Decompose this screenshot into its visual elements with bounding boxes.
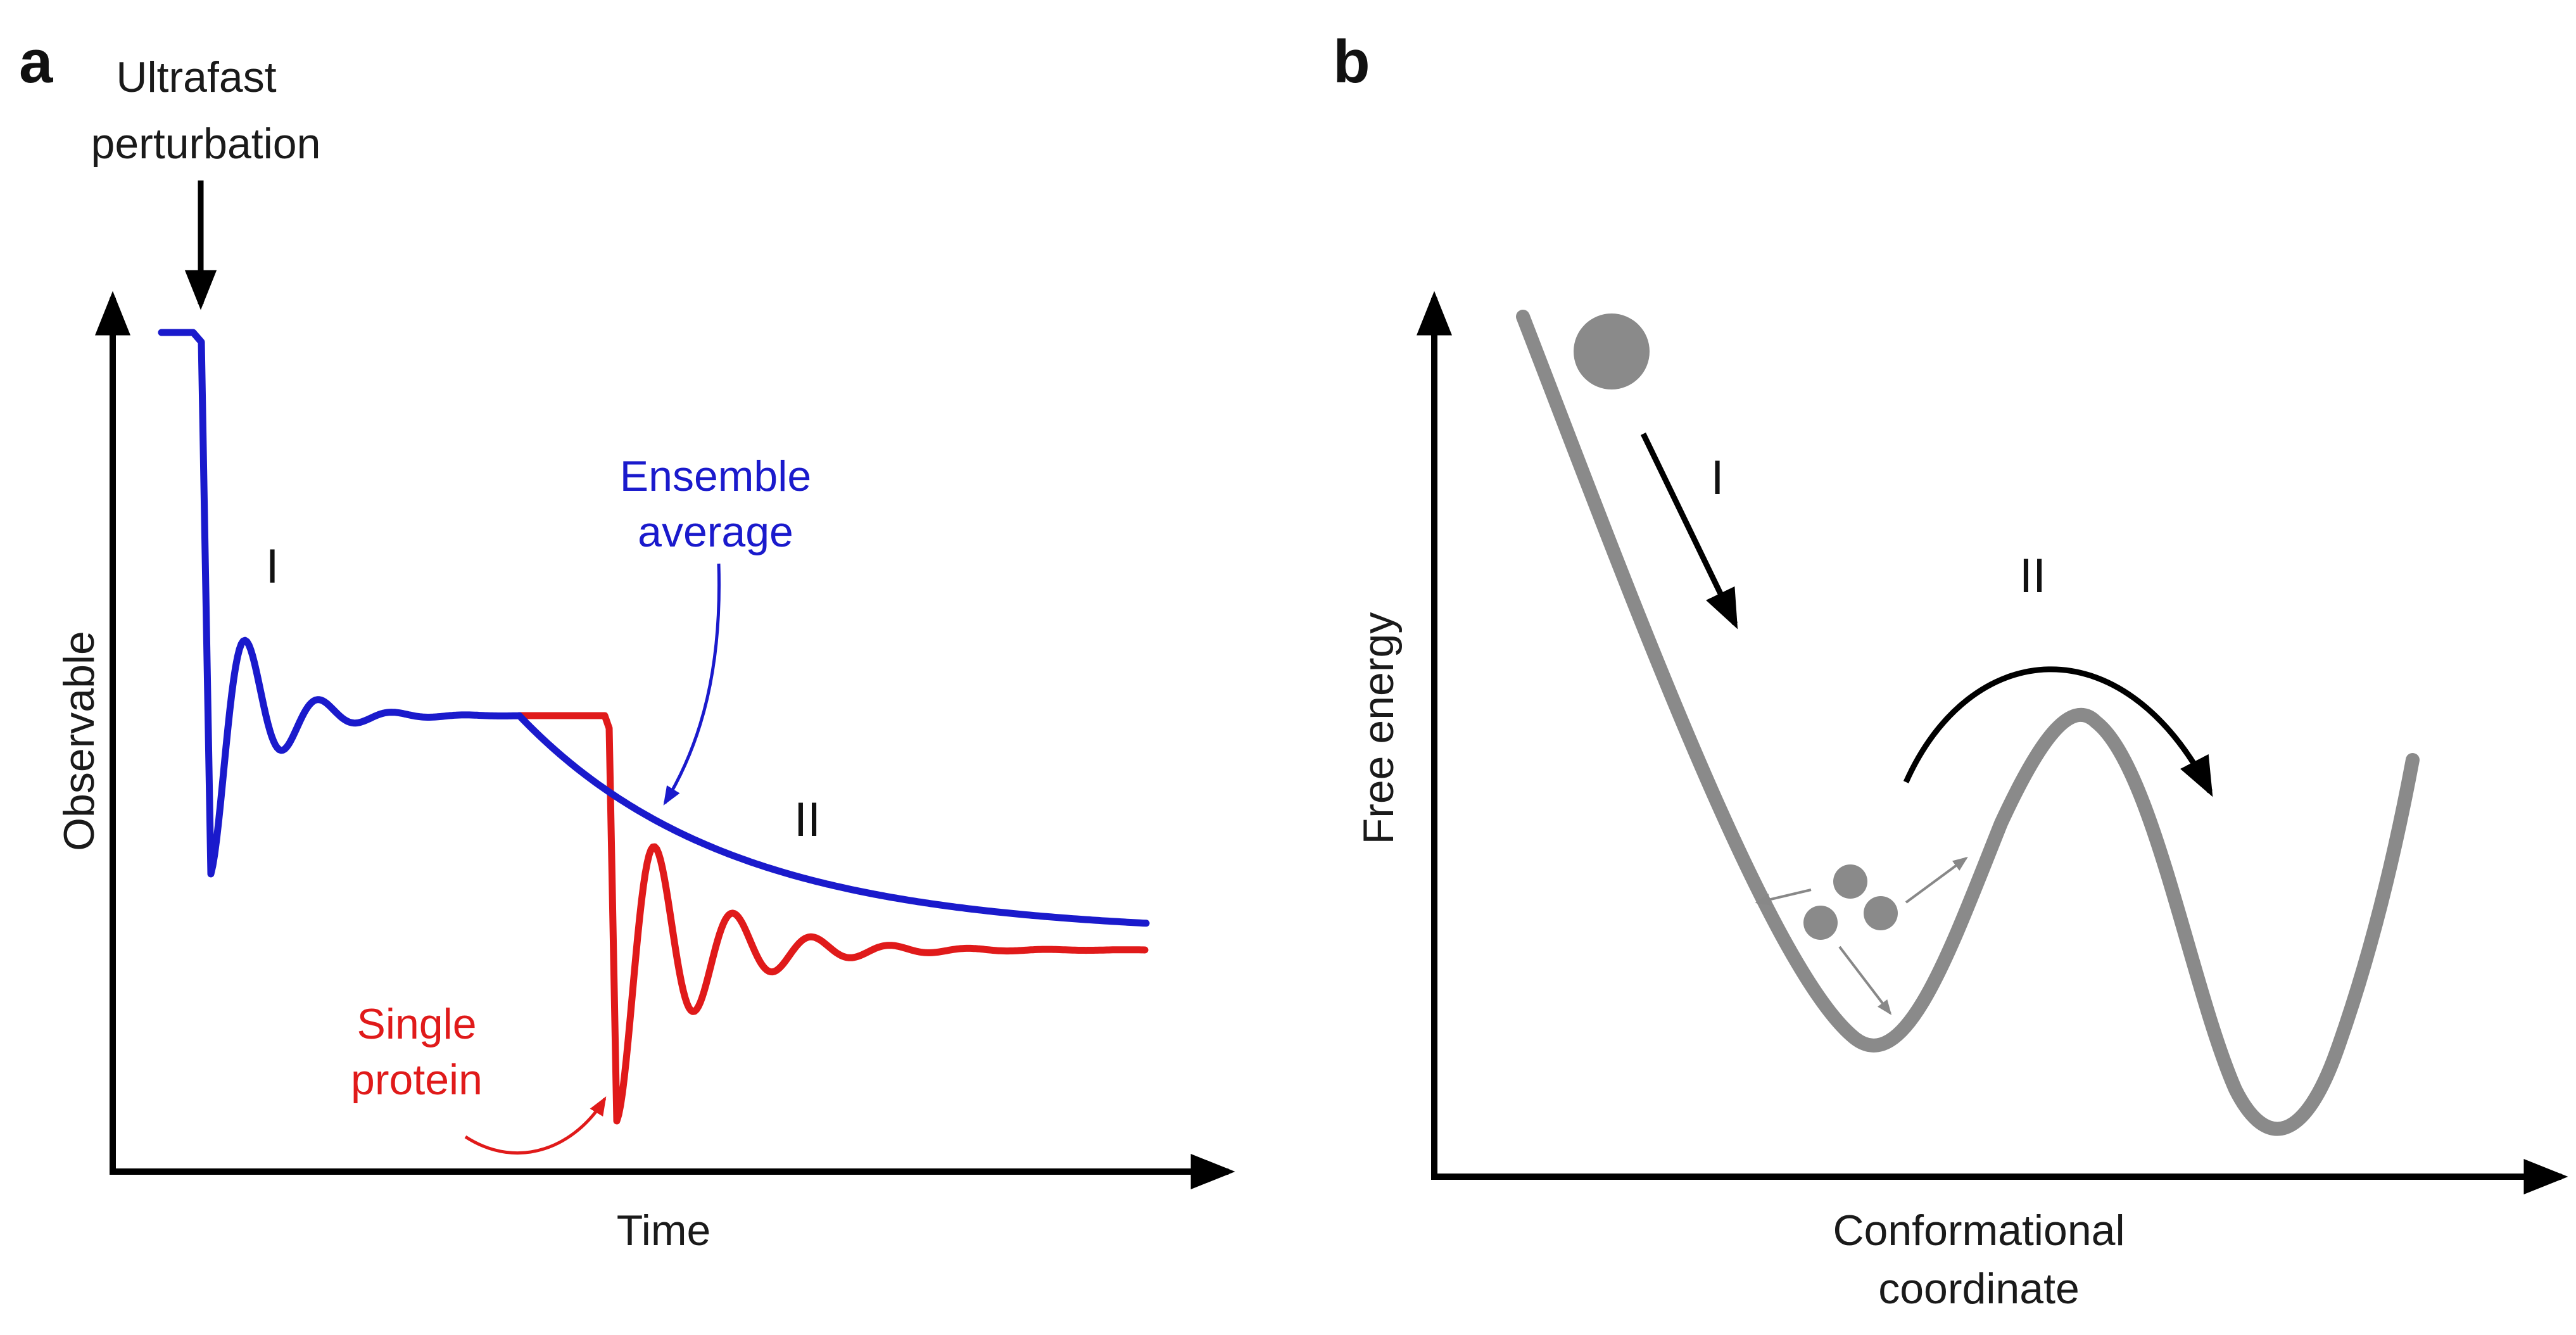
fluctuation-arrow-right (1905, 856, 1968, 904)
perturbation-label-line1: Ultrafast (116, 53, 276, 101)
single-label-line1: Single (357, 1000, 476, 1048)
rolling-ball (1574, 313, 1650, 389)
panel-b-arrow-one (1640, 433, 1738, 630)
panel-a-letter: a (19, 28, 53, 96)
panel-a-stage-two: II (794, 793, 821, 847)
panel-b-y-axis-label: Free energy (1354, 612, 1403, 845)
ensemble-label-line2: average (638, 508, 793, 556)
well-ball-right (1864, 896, 1898, 930)
fluctuation-arrow-left (1755, 889, 1812, 906)
single-protein-trace (515, 712, 1149, 1125)
panel-a-x-axis-label: Time (617, 1206, 711, 1255)
perturbation-label-line2: perturbation (91, 120, 321, 168)
well-ball-top (1833, 864, 1867, 899)
single-label-line2: protein (351, 1056, 483, 1104)
panel-b-stage-one: I (1710, 451, 1724, 505)
panel-b-stage-two: II (2019, 549, 2046, 603)
fluctuation-arrow-down (1838, 946, 1892, 1015)
well-ball-left (1803, 906, 1838, 940)
panel-b-x-axis-label-line2: coordinate (1878, 1265, 2080, 1313)
panel-b-arrow-two (1903, 666, 2213, 797)
single-pointer-arrow (464, 1096, 607, 1155)
ensemble-average-trace (158, 329, 1150, 927)
panel-a-y-axis-label: Observable (55, 631, 103, 851)
panel-a: a Ultrafast perturbation Observable Time… (19, 28, 1235, 1255)
ensemble-label-line1: Ensemble (620, 452, 811, 500)
ensemble-pointer-arrow (663, 563, 721, 806)
panel-b: b Free energy Conformational coordinate … (1333, 28, 2568, 1313)
panel-a-stage-one: I (265, 540, 279, 593)
energy-landscape-curve (1516, 310, 2420, 1136)
panel-b-letter: b (1333, 28, 1370, 96)
panel-b-x-axis-label-line1: Conformational (1833, 1206, 2125, 1255)
